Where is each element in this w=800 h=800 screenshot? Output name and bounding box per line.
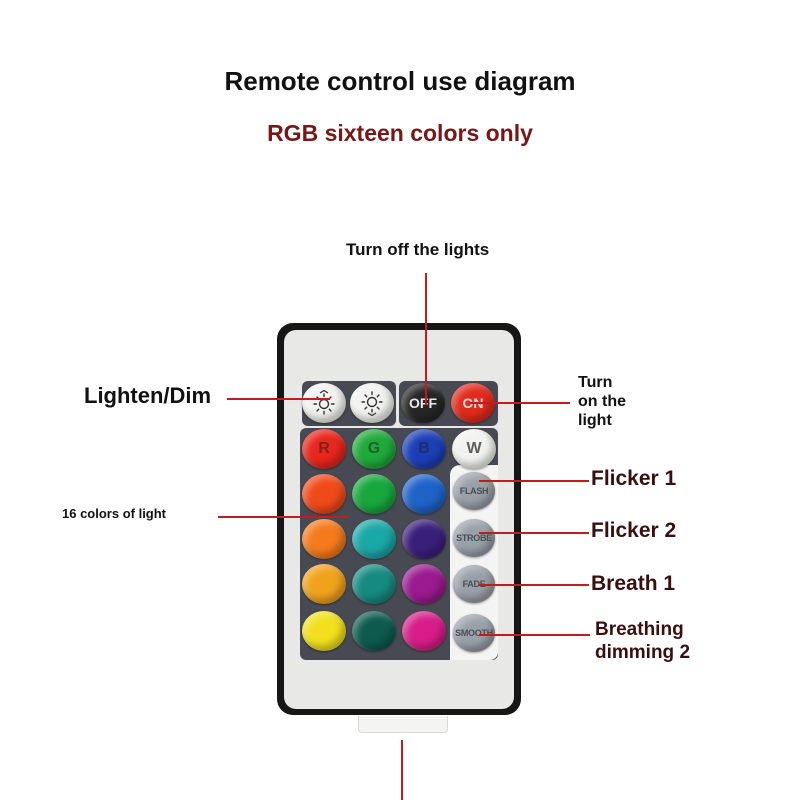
colors-pointer-line	[218, 516, 348, 518]
color-button-green[interactable]: G	[352, 429, 396, 469]
flicker2-label: Flicker 2	[591, 519, 677, 542]
color-button-label: G	[367, 440, 381, 457]
color-button[interactable]	[302, 474, 346, 514]
strobe-button[interactable]: STROBE	[453, 519, 495, 557]
lighten-dim-pointer-line	[227, 398, 330, 400]
turn-off-label: Turn off the lights	[346, 240, 490, 259]
color-button-red[interactable]: R	[302, 429, 346, 469]
breath1-pointer-line	[479, 584, 589, 586]
flicker1-pointer-line	[479, 480, 589, 482]
turn-on-pointer-line	[470, 402, 570, 404]
color-button[interactable]	[352, 611, 396, 651]
off-button[interactable]: OFF	[401, 383, 445, 423]
color-button[interactable]	[402, 519, 446, 559]
brightness-up-button[interactable]	[302, 383, 346, 423]
turn-on-label: Turn on the light	[578, 374, 626, 429]
fade-button-label: FADE	[462, 579, 486, 589]
color-button[interactable]	[352, 564, 396, 604]
bottom-pointer-line	[401, 740, 403, 800]
brightness-down-button[interactable]	[350, 383, 394, 423]
flash-button-label: FLASH	[459, 486, 489, 496]
breathing2-label: Breathing dimming 2	[595, 619, 691, 663]
sun-up-icon	[313, 390, 335, 415]
flicker1-label: Flicker 1	[591, 467, 677, 490]
flash-button[interactable]: FLASH	[453, 472, 495, 510]
sixteen-colors-label: 16 colors of light	[62, 506, 167, 521]
color-button[interactable]	[302, 611, 346, 651]
turn-off-pointer-line	[425, 273, 427, 405]
color-button-blue[interactable]: B	[402, 429, 446, 469]
color-button[interactable]	[302, 519, 346, 559]
flicker2-pointer-line	[479, 532, 589, 534]
color-button[interactable]	[352, 519, 396, 559]
color-button-white[interactable]: W	[452, 429, 496, 469]
color-button-label: W	[466, 440, 482, 457]
smooth-button[interactable]: SMOOTH	[453, 614, 495, 652]
color-button[interactable]	[352, 474, 396, 514]
breath1-label: Breath 1	[591, 572, 676, 595]
color-button[interactable]	[402, 611, 446, 651]
page-title: Remote control use diagram	[224, 66, 576, 96]
smooth-button-label: SMOOTH	[455, 628, 493, 638]
lighten-dim-label: Lighten/Dim	[84, 383, 212, 408]
color-button[interactable]	[302, 564, 346, 604]
color-button[interactable]	[402, 474, 446, 514]
color-button[interactable]	[402, 564, 446, 604]
battery-tab	[358, 716, 448, 733]
page-subtitle: RGB sixteen colors only	[267, 120, 533, 146]
color-button-label: R	[318, 440, 330, 457]
off-button-label: OFF	[409, 395, 437, 411]
sun-down-icon	[361, 391, 383, 416]
strobe-button-label: STROBE	[456, 533, 492, 543]
color-button-label: B	[418, 440, 430, 457]
breathing2-pointer-line	[479, 634, 590, 636]
